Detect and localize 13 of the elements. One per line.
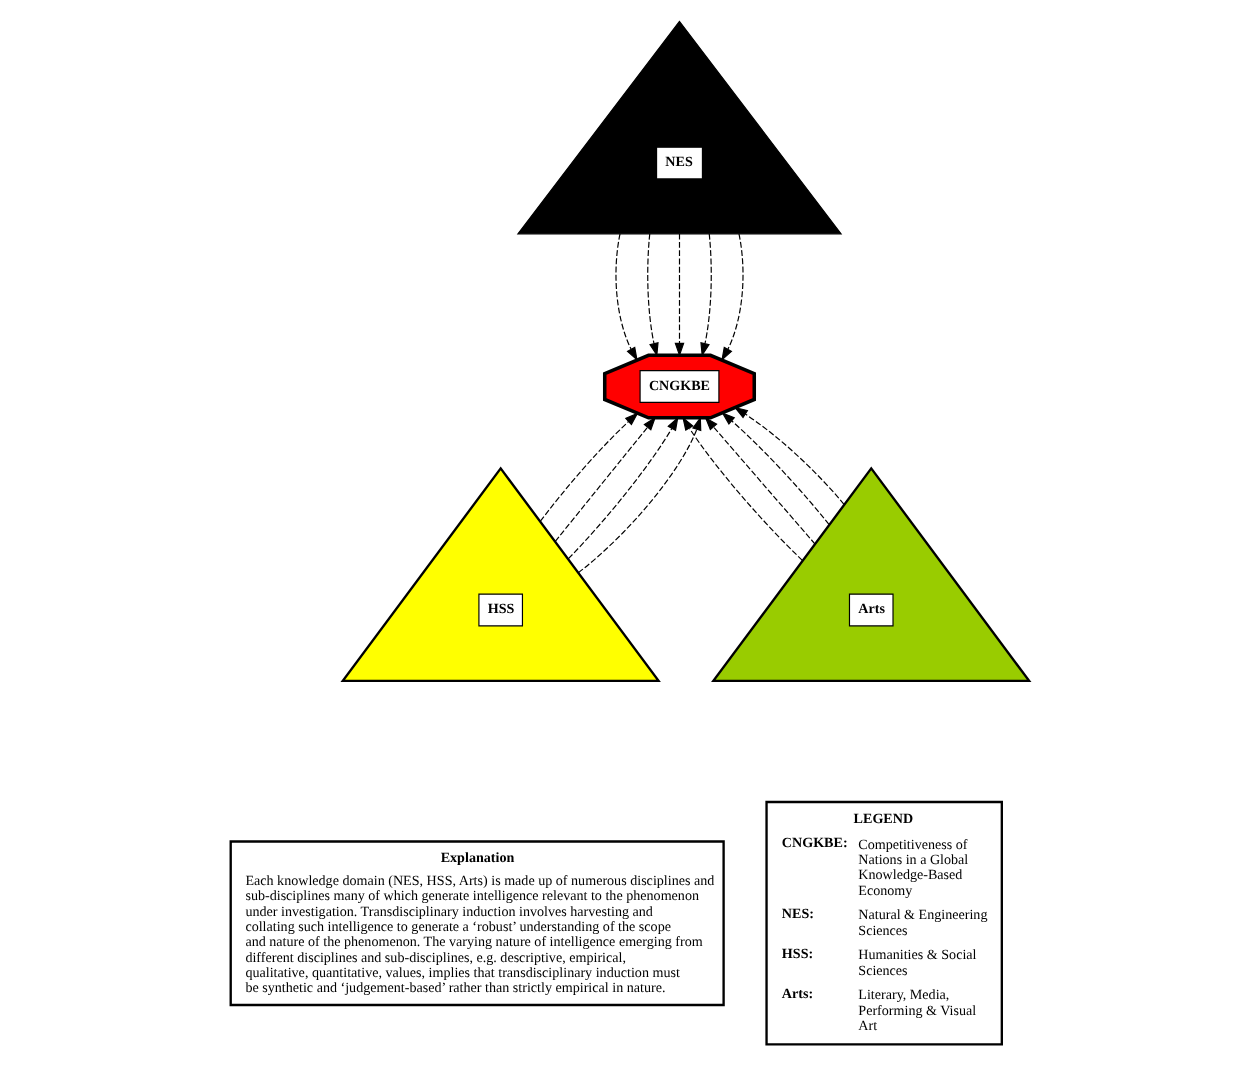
arrow: [704, 416, 816, 545]
arrow: [539, 412, 639, 522]
arrow: [554, 416, 657, 542]
arrow: [733, 406, 845, 505]
arrow: [647, 233, 659, 357]
arrow: [721, 411, 830, 525]
arrow: [721, 233, 744, 362]
arrow: [700, 233, 712, 357]
arrow: [615, 233, 638, 362]
arrow: [674, 233, 685, 357]
arrow: [577, 416, 702, 574]
arrow: [682, 416, 803, 561]
arrow: [567, 416, 679, 560]
